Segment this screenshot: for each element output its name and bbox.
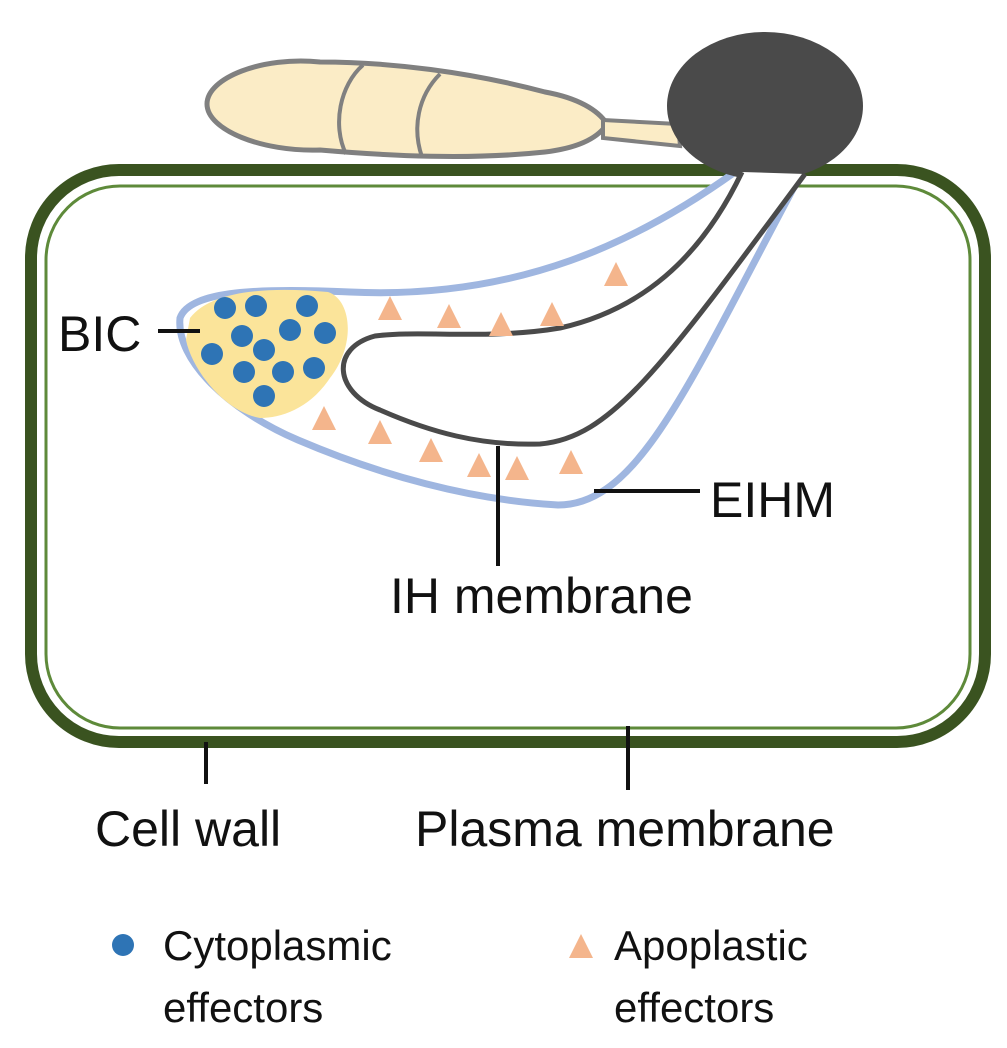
- cell-wall-label: Cell wall: [95, 801, 281, 857]
- cytoplasmic-effector: [214, 297, 236, 319]
- cytoplasmic-effector: [201, 343, 223, 365]
- apoplastic-effector: [312, 406, 336, 430]
- eihm-label: EIHM: [710, 472, 835, 528]
- plasma-membrane: [44, 184, 972, 730]
- apoplastic-effector: [559, 450, 583, 474]
- bic-label: BIC: [58, 306, 141, 362]
- legend: Cytoplasmic effectors Apoplastic effecto…: [112, 922, 808, 1031]
- cytoplasmic-effector: [253, 339, 275, 361]
- cytoplasmic-effector: [245, 295, 267, 317]
- cytoplasmic-effector: [233, 361, 255, 383]
- ih-membrane-label: IH membrane: [390, 568, 693, 624]
- germ-tube: [601, 117, 683, 149]
- cytoplasmic-effector: [296, 295, 318, 317]
- conidium: [204, 58, 610, 159]
- apoplastic-effector: [419, 438, 443, 462]
- apoplastic-effector: [437, 304, 461, 328]
- legend-apoplastic-swatch: [569, 934, 593, 958]
- invasive-hypha: [340, 170, 808, 447]
- legend-apoplastic-line2: effectors: [614, 984, 774, 1031]
- appressorium: [667, 32, 863, 180]
- plasma-membrane-label: Plasma membrane: [415, 801, 835, 857]
- apoplastic-effectors: [312, 262, 628, 480]
- legend-cytoplasmic-swatch: [112, 934, 134, 956]
- cytoplasmic-effector: [303, 357, 325, 379]
- apoplastic-effector: [467, 453, 491, 477]
- cytoplasmic-effectors: [201, 295, 336, 407]
- cytoplasmic-effector: [272, 361, 294, 383]
- legend-cytoplasmic-line2: effectors: [163, 984, 323, 1031]
- cytoplasmic-effector: [279, 319, 301, 341]
- cytoplasmic-effector: [314, 322, 336, 344]
- apoplastic-effector: [604, 262, 628, 286]
- cytoplasmic-effector: [231, 325, 253, 347]
- cytoplasmic-effector: [253, 385, 275, 407]
- apoplastic-effector: [368, 420, 392, 444]
- apoplastic-effector: [489, 312, 513, 336]
- apoplastic-effector: [505, 456, 529, 480]
- apoplastic-effector: [378, 296, 402, 320]
- apoplastic-effector: [540, 302, 564, 326]
- legend-cytoplasmic-line1: Cytoplasmic: [163, 922, 392, 969]
- legend-apoplastic-line1: Apoplastic: [614, 922, 808, 969]
